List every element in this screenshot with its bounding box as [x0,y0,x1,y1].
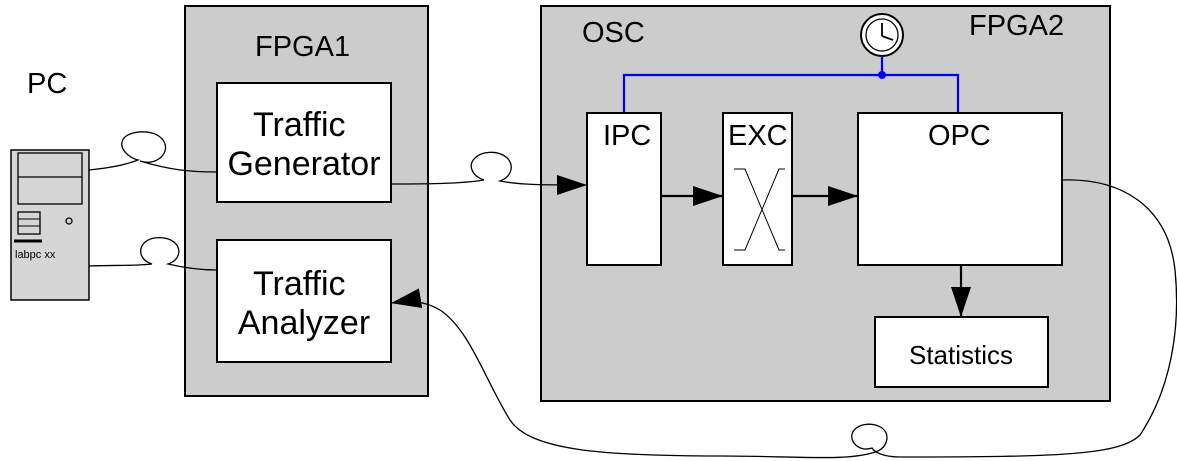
ipc-label: IPC [603,120,651,152]
fpga1-label: FPGA1 [255,31,350,63]
fpga2-label: FPGA2 [969,10,1064,42]
traffic-generator-label: Traffic Generator [227,106,380,183]
exc-label: EXC [728,120,788,152]
traffic-generator-box [216,82,392,203]
fiber-generator-to-ipc [390,151,587,195]
traffic-generator-label-line1: Traffic [253,106,346,144]
statistics-box [874,316,1049,388]
opc-label: OPC [928,120,991,152]
fiber-pc-to-analyzer [88,236,218,271]
traffic-analyzer-label-line2: Analyzer [238,304,370,342]
traffic-generator-label-line2: Generator [227,145,380,183]
clock-icon [860,13,904,73]
clock-distribution-line [622,73,960,112]
traffic-analyzer-box [216,239,392,363]
traffic-analyzer-label: Traffic Analyzer [238,265,370,342]
pc-tag-label: labpc xx [15,249,56,261]
traffic-analyzer-label-line1: Traffic [253,265,346,303]
computer-tower-icon [10,149,90,301]
pc-label: PC [27,68,67,100]
statistics-label: Statistics [909,340,1013,370]
exc-box [722,112,793,266]
opc-box [857,112,1063,266]
ipc-box [586,112,662,266]
crossbar-switch-icon [734,168,785,251]
fiber-opc-to-analyzer [391,179,1177,459]
fiber-pc-to-generator [88,131,218,173]
clock-junction-dot [878,71,886,79]
osc-label: OSC [582,17,645,49]
